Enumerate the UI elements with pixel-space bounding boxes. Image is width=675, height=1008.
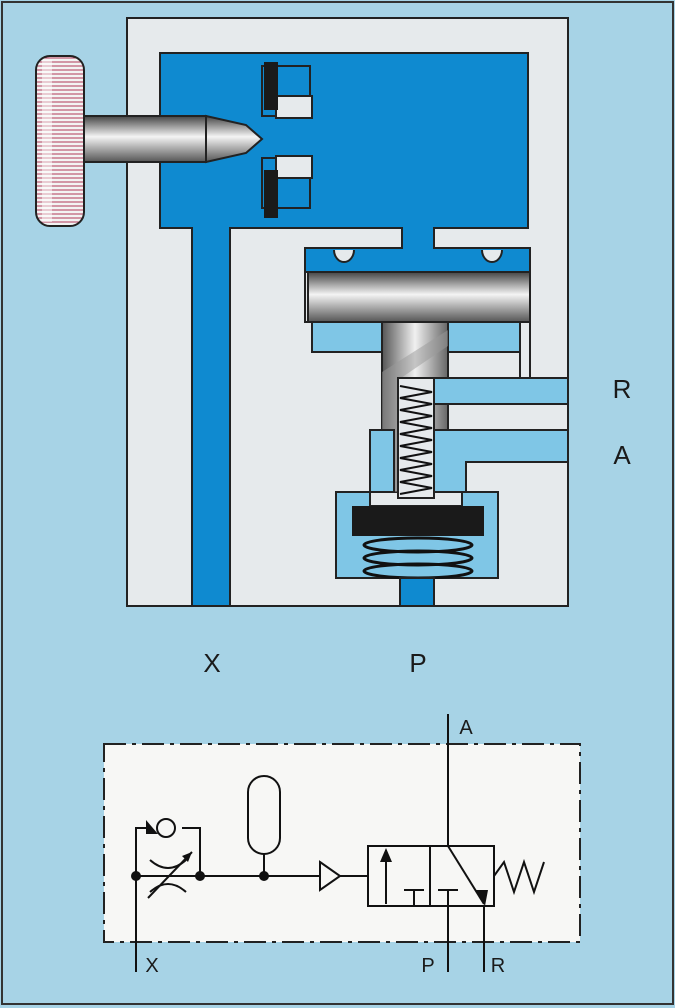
rod-spring (397, 377, 435, 499)
adjustment-knob[interactable] (35, 55, 264, 227)
directional-valve (367, 845, 545, 907)
symbol-label-x: X (145, 955, 158, 977)
port-label-x: X (203, 648, 220, 678)
symbol-label-r: R (491, 955, 505, 977)
pilot-triangle (319, 860, 342, 892)
throttle-check-valve (131, 818, 320, 899)
port-label-r: R (613, 374, 632, 404)
port-label-a: A (613, 440, 631, 470)
symbol-label-p: P (421, 955, 434, 977)
air-reservoir (247, 775, 281, 881)
port-label-p: P (409, 648, 426, 678)
symbol-label-a: A (459, 717, 473, 739)
check-valve-seals (264, 62, 278, 218)
poppet-valve (335, 491, 499, 607)
circuit-symbol: A X P R (103, 714, 581, 977)
